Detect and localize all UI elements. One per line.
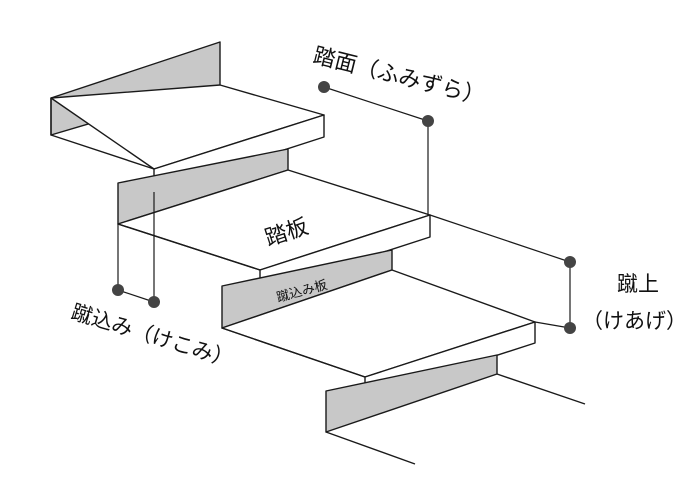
riser-height-dot-top — [564, 256, 576, 268]
tread-depth-dot-end — [422, 115, 434, 127]
kick-depth-dot-left — [112, 284, 124, 296]
riser-height-label-line2: （けあげ） — [582, 309, 687, 333]
floor-line-2 — [325, 431, 416, 465]
tread-depth-dimension — [318, 81, 434, 215]
riser-height-dot-bottom — [564, 322, 576, 334]
tread-depth-dot-start — [318, 81, 330, 93]
floor-line-1 — [496, 373, 586, 405]
kick-depth-dot-right — [148, 296, 160, 308]
riser-height-label-line1: 蹴上 — [617, 272, 659, 296]
tread-surface-label: 踏面（ふみずら） — [311, 44, 488, 111]
riser-height-dimension — [429, 214, 576, 334]
kick-depth-dimension — [112, 192, 160, 308]
kick-depth-label: 蹴込み（けこみ） — [69, 300, 237, 372]
